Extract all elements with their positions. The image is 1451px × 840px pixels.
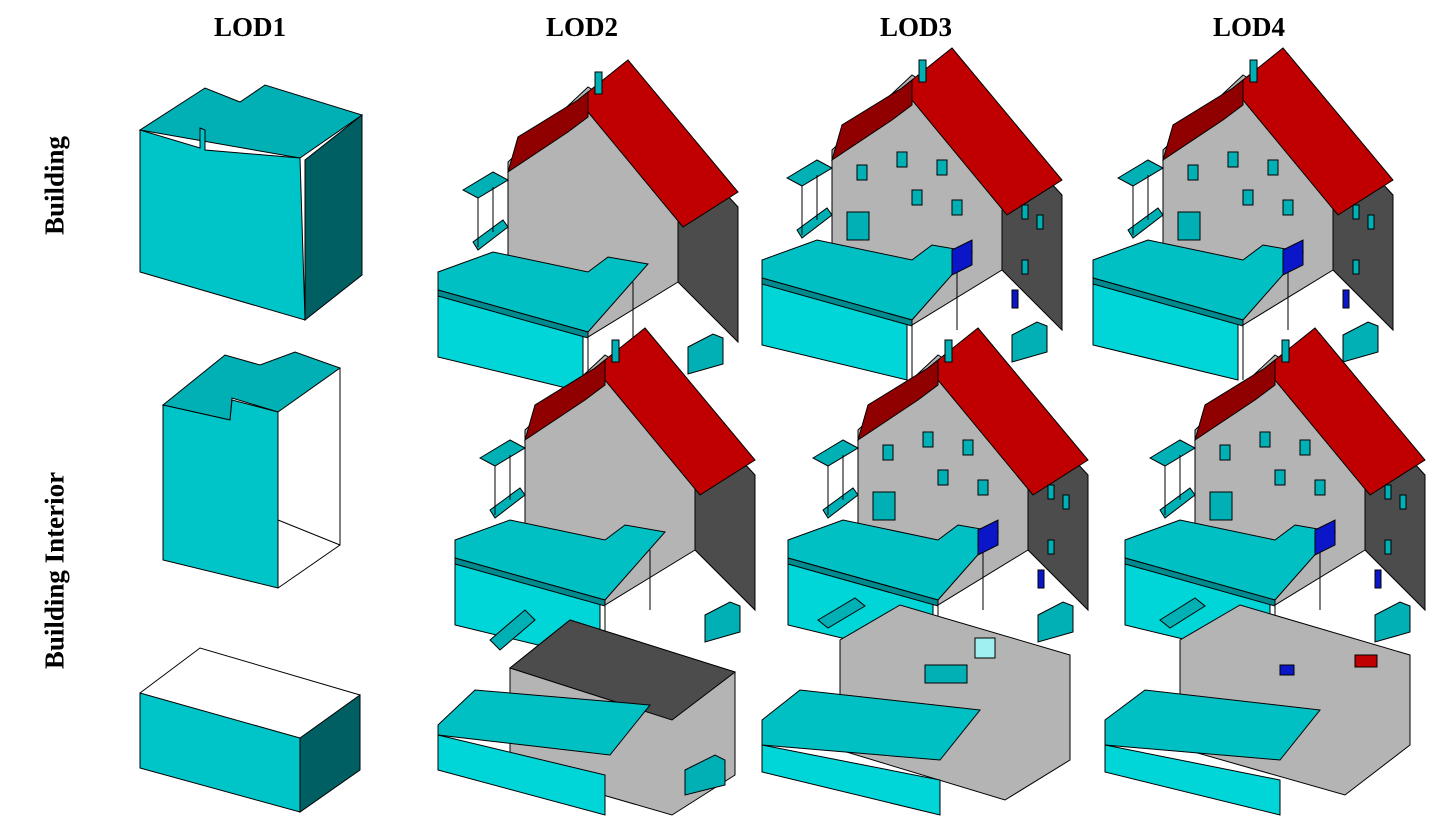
row2-lod1-block: [163, 352, 340, 588]
row1-lod4-house: [1093, 48, 1393, 380]
row3-lod2-floorplan: [438, 610, 735, 815]
row1-lod3-house: [762, 48, 1062, 380]
row2-lod4-house: [1125, 328, 1425, 660]
row1-lod2-house: [438, 60, 738, 392]
row1-lod1-block: [140, 85, 362, 320]
row3-lod3-floorplan: [762, 598, 1070, 815]
row2-lod3-house: [788, 328, 1088, 660]
row3-lod1-box: [140, 648, 360, 812]
row2-lod2-house: [455, 328, 755, 660]
